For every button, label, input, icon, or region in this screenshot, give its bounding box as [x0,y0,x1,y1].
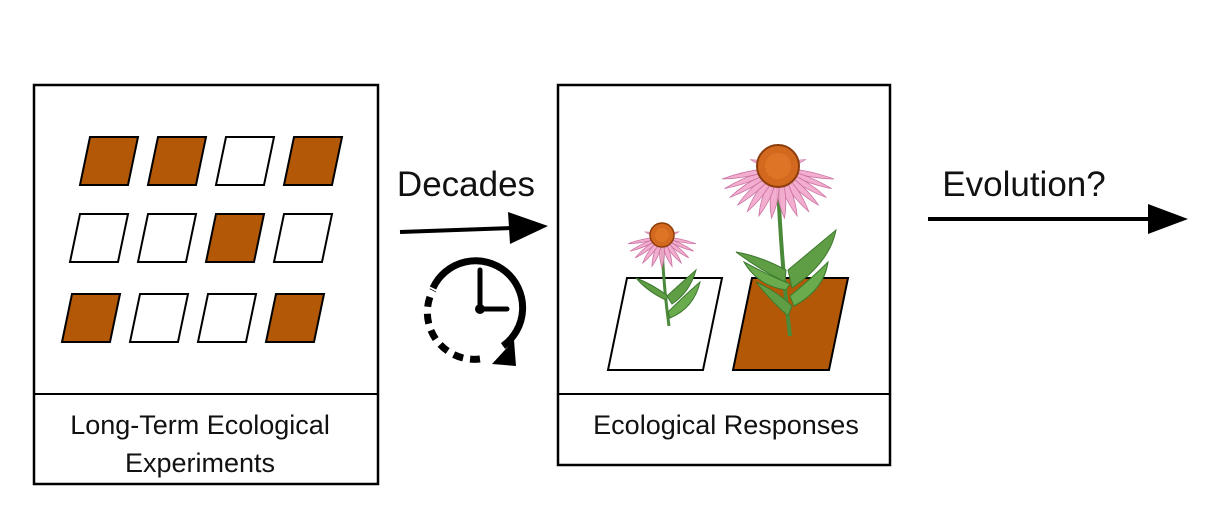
decades-arrowhead [508,212,548,244]
responses-box [556,83,892,467]
treated-plot-cell [60,293,122,343]
responses-caption: Ecological Responses [593,410,859,440]
control-plot-cell [128,293,190,343]
experiments-panel: Long-Term Ecological Experiments [32,83,380,486]
control-plot-cell [272,213,334,263]
decades-arrow-group: Decades [397,165,548,366]
decades-label: Decades [397,165,535,204]
control-plot-cell [68,213,130,263]
experiments-caption-line1: Long-Term Ecological [70,410,330,440]
experiments-caption-line2: Experiments [125,448,275,478]
plot-grid [60,136,344,343]
small-coneflower-icon [627,222,701,327]
decades-arrow-shaft [399,226,513,234]
control-plot-cell [214,136,276,186]
treated-plot-cell [146,136,208,186]
large-coneflower-icon [721,144,837,337]
control-plot-cell [136,213,198,263]
evolution-label: Evolution? [942,165,1105,204]
evolution-arrow-group: Evolution? [928,165,1188,234]
responses-panel: Ecological Responses [556,83,892,467]
treated-plot-cell [282,136,344,186]
treated-plot-cell [264,293,326,343]
evolution-arrowhead [1148,204,1188,234]
control-plot-cell [196,293,258,343]
treated-plot-cell [78,136,140,186]
clock-icon [423,257,527,366]
treated-plot-cell [204,213,266,263]
